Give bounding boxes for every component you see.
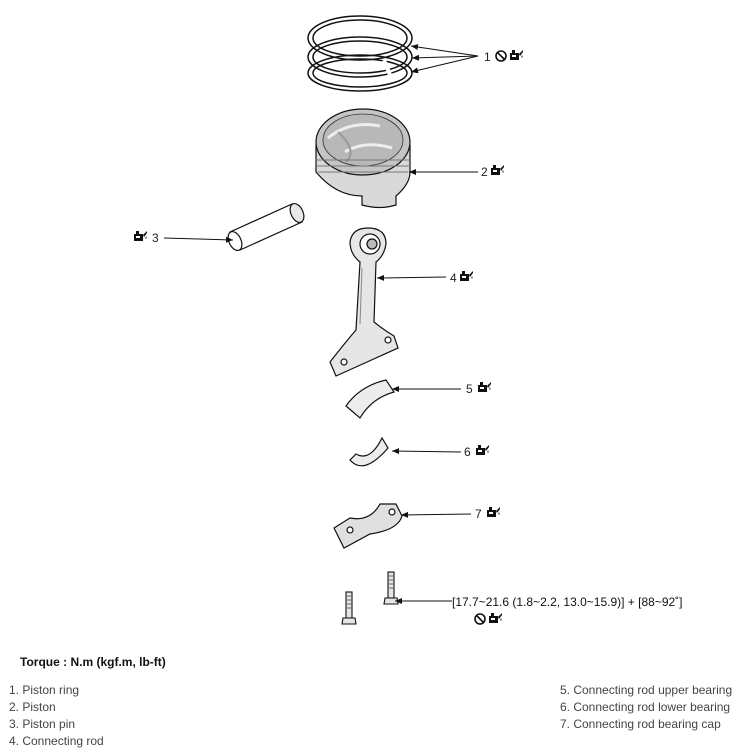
legend-item: 4. Connecting rod (9, 734, 104, 748)
oil-can-icon (510, 50, 523, 60)
bearing-cap (333, 503, 403, 549)
legend-left: 1. Piston ring 2. Piston 3. Piston pin 4… (9, 682, 104, 750)
oil-can-icon (478, 382, 491, 392)
oil-can-icon (134, 231, 147, 241)
callout-5: 5 (466, 382, 473, 396)
ring-gaps (382, 59, 392, 76)
callout-6: 6 (464, 445, 471, 459)
piston-pin (227, 202, 305, 252)
upper-bearing (345, 379, 395, 419)
prohibited-reuse-icon (495, 50, 507, 62)
bolts (341, 571, 399, 625)
legend-item: 3. Piston pin (9, 717, 76, 731)
callout-4: 4 (450, 271, 457, 285)
legend-item: 2. Piston (9, 700, 56, 714)
callout-3: 3 (152, 231, 159, 245)
connecting-rod (329, 227, 399, 377)
oil-can-icon (460, 271, 473, 281)
oil-can-icon (489, 613, 502, 623)
oil-can-icon (476, 445, 489, 455)
torque-title: Torque : N.m (kgf.m, lb-ft) (20, 655, 166, 669)
piston (315, 108, 411, 209)
leader-lines (163, 44, 479, 604)
legend-right: 5. Connecting rod upper bearing 6. Conne… (560, 682, 732, 733)
prohibited-reuse-icon (474, 613, 486, 625)
legend-item: 5. Connecting rod upper bearing (560, 683, 733, 697)
lower-bearing (349, 436, 389, 467)
oil-can-icon (487, 507, 500, 517)
callout-1: 1 (484, 50, 491, 64)
callout-2: 2 (481, 165, 488, 179)
oil-can-icon (491, 165, 504, 175)
exploded-piston-assembly-diagram (134, 15, 523, 625)
bolt-torque-spec: [17.7~21.6 (1.8~2.2, 13.0~15.9)] + [88~9… (452, 595, 683, 609)
legend-item: 6. Connecting rod lower bearing (560, 700, 731, 714)
legend-item: 1. Piston ring (9, 683, 80, 697)
piston-rings (307, 15, 413, 92)
legend-item: 7. Connecting rod bearing cap (560, 717, 721, 731)
callout-7: 7 (475, 507, 482, 521)
